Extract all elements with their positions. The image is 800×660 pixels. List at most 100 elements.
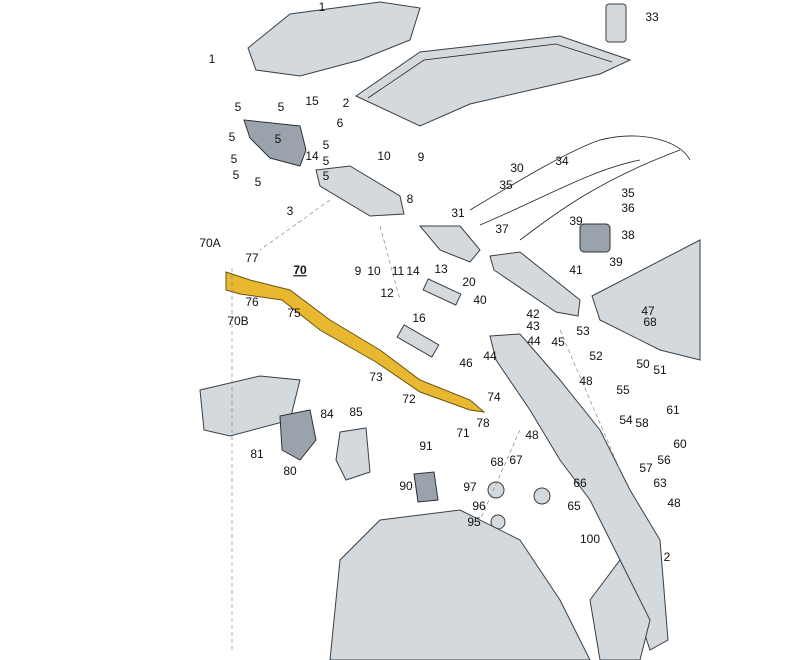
callout-41: 41 [569, 263, 583, 277]
roof-panel-edge-line [367, 43, 613, 99]
callout-16: 16 [412, 311, 426, 325]
callout-39: 39 [609, 255, 623, 269]
callout-73: 73 [369, 370, 383, 384]
damper-part-65 [533, 487, 551, 505]
callout-72: 72 [402, 392, 416, 406]
callout-5: 5 [233, 168, 240, 182]
hinge-part-80 [279, 409, 317, 461]
callout-5: 5 [278, 100, 285, 114]
callout-60: 60 [673, 437, 687, 451]
callout-48: 48 [667, 496, 681, 510]
callout-61: 61 [666, 403, 680, 417]
callout-70A: 70A [199, 236, 220, 250]
callout-68: 68 [490, 455, 504, 469]
callout-2: 2 [343, 96, 350, 110]
rail-part-8 [418, 225, 481, 263]
callout-96: 96 [472, 499, 486, 513]
callout-63: 63 [653, 476, 667, 490]
callout-58: 58 [635, 416, 649, 430]
callout-43: 43 [526, 319, 540, 333]
callout-8: 8 [407, 192, 414, 206]
callout-36: 36 [621, 201, 635, 215]
callout-91: 91 [419, 439, 433, 453]
callout-35: 35 [499, 178, 513, 192]
callout-57: 57 [639, 461, 653, 475]
callout-37: 37 [495, 222, 509, 236]
callout-11: 11 [392, 264, 405, 278]
motor-part-38 [579, 223, 611, 253]
callout-5: 5 [323, 169, 330, 183]
rear-fender [589, 559, 651, 660]
rail-part-40 [489, 251, 581, 317]
callout-47: 47 [641, 304, 655, 318]
callout-2: 2 [664, 550, 671, 564]
callout-76: 76 [245, 295, 259, 309]
callout-67: 67 [509, 453, 523, 467]
callout-52: 52 [589, 349, 603, 363]
callout-81: 81 [250, 447, 264, 461]
callout-12: 12 [380, 286, 394, 300]
callout-38: 38 [621, 228, 635, 242]
callout-56: 56 [657, 453, 671, 467]
cover-part-85 [335, 427, 371, 481]
tube-part-33 [605, 3, 627, 43]
callout-45: 45 [551, 335, 565, 349]
callout-54: 54 [619, 413, 633, 427]
callout-55: 55 [616, 383, 630, 397]
callout-66: 66 [573, 476, 587, 490]
callout-5: 5 [323, 154, 330, 168]
cable-part-30 [469, 135, 691, 241]
callout-46: 46 [459, 356, 473, 370]
callout-74: 74 [487, 390, 501, 404]
callout-65: 65 [567, 499, 581, 513]
callout-97: 97 [463, 480, 477, 494]
part-13 [422, 278, 462, 306]
callout-35: 35 [621, 186, 635, 200]
callout-53: 53 [576, 324, 590, 338]
callout-5: 5 [229, 130, 236, 144]
callout-1: 1 [319, 0, 326, 14]
callout-33: 33 [645, 10, 659, 24]
callout-80: 80 [283, 464, 297, 478]
callout-10: 10 [377, 149, 391, 163]
callout-5: 5 [255, 175, 262, 189]
callout-13: 13 [434, 262, 448, 276]
callout-70B: 70B [227, 314, 248, 328]
callout-14: 14 [406, 264, 420, 278]
roof-panel-2 [354, 35, 632, 127]
grommet-part-97 [487, 481, 505, 499]
callout-5: 5 [231, 152, 238, 166]
rail-part-10 [315, 165, 405, 217]
callout-39: 39 [569, 214, 583, 228]
callout-51: 51 [653, 363, 667, 377]
callout-30: 30 [510, 161, 524, 175]
callout-95: 95 [467, 515, 481, 529]
callout-70: 70 [293, 263, 307, 277]
bracket-part-3 [243, 119, 307, 167]
callout-48: 48 [579, 374, 593, 388]
callout-71: 71 [456, 426, 470, 440]
side-glass [591, 239, 701, 361]
callout-84: 84 [320, 407, 334, 421]
callout-9: 9 [418, 150, 425, 164]
roof-panel-part [247, 1, 421, 77]
callout-90: 90 [399, 479, 413, 493]
callout-20: 20 [462, 275, 476, 289]
callout-44: 44 [483, 349, 497, 363]
callout-40: 40 [473, 293, 487, 307]
callout-6: 6 [337, 116, 344, 130]
callout-85: 85 [349, 405, 363, 419]
callout-50: 50 [636, 357, 650, 371]
callout-5: 5 [235, 100, 242, 114]
highlighted-part-70 [225, 271, 486, 413]
callout-68: 68 [643, 315, 657, 329]
callout-5: 5 [275, 132, 282, 146]
callout-34: 34 [555, 154, 569, 168]
callout-3: 3 [287, 204, 294, 218]
callout-78: 78 [476, 416, 490, 430]
callout-1: 1 [209, 52, 216, 66]
callout-5: 5 [323, 138, 330, 152]
callout-42: 42 [526, 307, 540, 321]
